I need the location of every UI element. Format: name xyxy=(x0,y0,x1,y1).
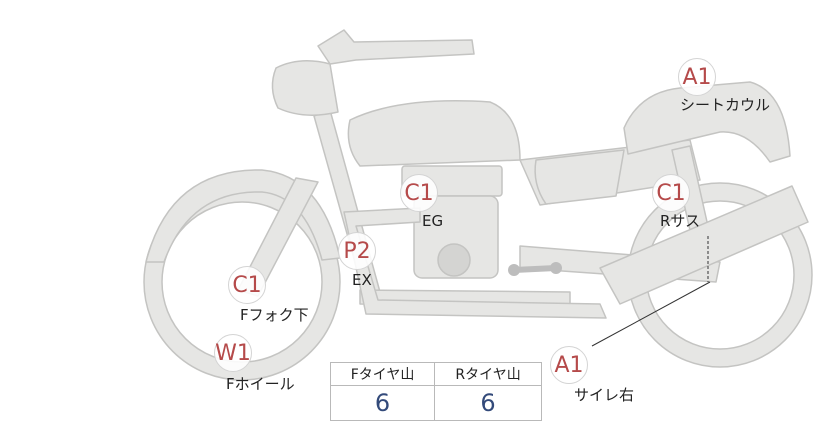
part-label-f-fork-lower: Fフォク下 xyxy=(240,306,309,324)
engine-cover xyxy=(437,243,471,277)
brake-pedal-knob-right xyxy=(550,262,562,274)
tire-tread-table: Fタイヤ山 Rタイヤ山 6 6 xyxy=(329,362,542,421)
header-f-tire-tread: Fタイヤ山 xyxy=(329,362,436,386)
grade-badge-exhaust: P2 xyxy=(338,232,376,270)
muffler xyxy=(599,185,809,305)
brake-pedal xyxy=(511,265,559,273)
part-label-f-wheel: Fホイール xyxy=(226,375,295,393)
brake-pedal-knob-left xyxy=(508,264,520,276)
leader-muffler-right xyxy=(591,281,711,347)
header-r-tire-tread: Rタイヤ山 xyxy=(434,362,542,386)
grade-badge-f-fork-lower: C1 xyxy=(228,266,266,304)
value-r-tire-tread: 6 xyxy=(434,385,542,421)
handlebar xyxy=(317,29,475,65)
part-label-engine: EG xyxy=(422,212,444,230)
grade-badge-seat-cowl: A1 xyxy=(678,58,716,96)
exhaust-pipe xyxy=(343,207,607,319)
seat-cowl-shape xyxy=(623,81,791,163)
part-label-r-suspension: Rサス xyxy=(660,212,701,230)
engine-block xyxy=(413,195,499,279)
grade-badge-muffler-right: A1 xyxy=(550,346,588,384)
part-label-muffler-right: サイレ右 xyxy=(574,386,635,404)
side-cover xyxy=(534,149,625,205)
grade-badge-engine: C1 xyxy=(400,174,438,212)
fuel-tank xyxy=(347,100,521,167)
grade-badge-f-wheel: W1 xyxy=(214,334,252,372)
part-label-seat-cowl: シートカウル xyxy=(680,96,771,114)
value-f-tire-tread: 6 xyxy=(329,385,436,421)
grade-badge-r-suspension: C1 xyxy=(652,174,690,212)
headlight xyxy=(271,60,339,116)
part-label-exhaust: EX xyxy=(352,271,372,289)
